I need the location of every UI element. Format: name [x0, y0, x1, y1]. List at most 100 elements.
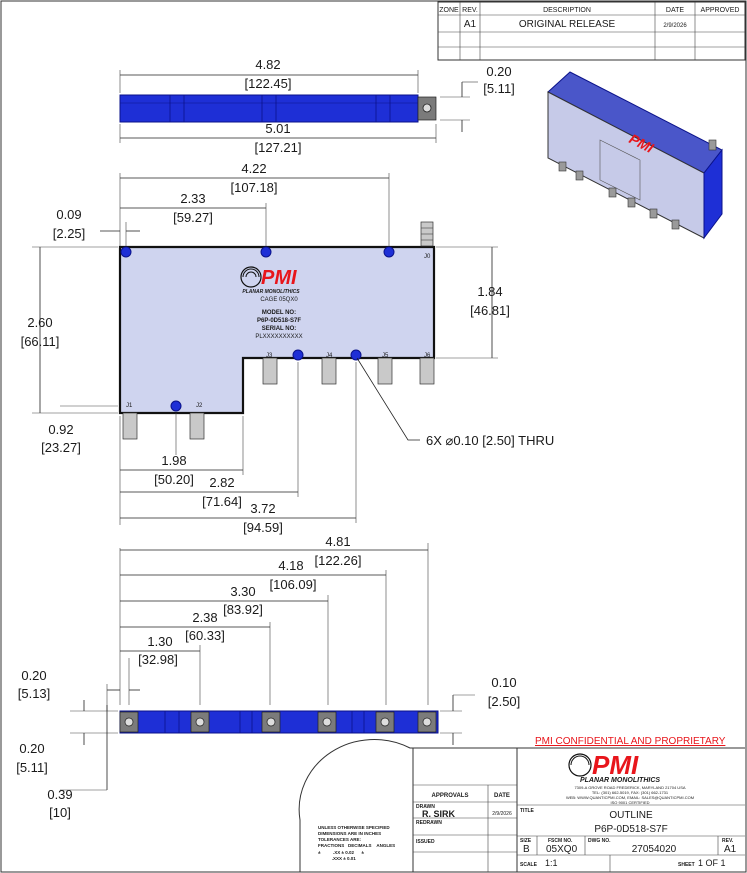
dim-4-18: 4.18 [278, 558, 303, 573]
hole-6 [350, 349, 362, 361]
top-view-body [118, 245, 436, 415]
dim-1-30: 1.30 [147, 634, 172, 649]
top-view: J1 J2 J3 J4 J5 J6 J0 PMI PLANAR MONOLITH… [21, 161, 555, 535]
rev-row-rev: A1 [464, 19, 477, 30]
drawn-by: R. SIRK [422, 809, 456, 819]
port-j3: J3 [266, 353, 273, 359]
tol-line-1: UNLESS OTHERWISE SPECIFIED [318, 825, 390, 830]
isometric-view: PMI [547, 71, 723, 240]
tol-line-2: DIMENSIONS ARE IN INCHES [318, 831, 381, 836]
tb-company: PLANAR MONOLITHICS [580, 777, 660, 784]
title-block: PMI CONFIDENTIAL AND PROPRIETARY PMI PLA… [298, 736, 745, 872]
dim-0-09-mm: [2.25] [53, 226, 86, 241]
port-j6: J6 [424, 353, 431, 359]
label-logo: PMI [261, 267, 297, 289]
scale-value: 1:1 [545, 858, 558, 868]
size-value: B [523, 844, 530, 855]
dwg-lbl: DWG NO. [588, 838, 611, 844]
dim-0-20-top-mm: [5.11] [483, 81, 515, 96]
dim-5-01-mm: [127.21] [255, 140, 302, 155]
label-serial: PLXXXXXXXXXX [255, 334, 302, 340]
dim-3-72-mm: [94.59] [243, 520, 283, 535]
dim-4-81: 4.81 [325, 534, 350, 549]
dim-2-33-mm: [59.27] [173, 210, 213, 225]
title-value: OUTLINE [609, 810, 653, 821]
side-view-top: 4.82 [122.45] 5.01 [127.21] 0.20 [5.11] [119, 57, 515, 155]
dim-3-30: 3.30 [230, 584, 255, 599]
dim-0-20-top: 0.20 [486, 64, 511, 79]
rev-row-date: 2/9/2026 [663, 23, 687, 29]
rev-header-description: DESCRIPTION [543, 7, 591, 14]
dim-2-82-mm: [71.64] [202, 494, 242, 509]
dim-1-30-mm: [32.98] [138, 652, 178, 667]
tol-line-3: TOLERANCES ARE: [318, 837, 362, 842]
dim-0-39-mm: [10] [49, 805, 71, 820]
redrawn-lbl: REDRAWN [416, 820, 442, 826]
product-label: PMI PLANAR MONOLITHICS CAGE 05QX0 MODEL … [240, 266, 303, 340]
rev-value: A1 [724, 844, 737, 855]
dim-2-60: 2.60 [27, 315, 52, 330]
dim-1-98: 1.98 [161, 453, 186, 468]
approvals-hdr: APPROVALS [432, 793, 469, 799]
dim-2-82: 2.82 [209, 475, 234, 490]
dim-0-20a-mm: [5.13] [18, 686, 51, 701]
label-model: P6P-0D518-S7F [257, 318, 301, 324]
drawn-lbl: DRAWN [416, 804, 435, 810]
port-j4: J4 [326, 353, 333, 359]
dim-4-22: 4.22 [241, 161, 266, 176]
dim-4-18-mm: [106.09] [270, 577, 317, 592]
dim-2-38: 2.38 [192, 610, 217, 625]
dim-5-01: 5.01 [265, 121, 290, 136]
dim-3-72: 3.72 [250, 501, 275, 516]
date-hdr: DATE [494, 793, 510, 799]
dim-4-81-mm: [122.26] [315, 553, 362, 568]
tb-address: 7309-A GROVE ROAD FREDERICK, MARYLAND 21… [574, 785, 685, 790]
scale-lbl: SCALE [520, 862, 538, 868]
dim-0-92-mm: [23.27] [41, 440, 81, 455]
issued-lbl: ISSUED [416, 839, 435, 845]
dim-3-30-mm: [83.92] [223, 602, 263, 617]
tol-line-6: .XXX ± 0.01 [318, 856, 356, 861]
label-company: PLANAR MONOLITHICS [242, 289, 300, 295]
fscm-lbl: FSCM NO. [548, 838, 573, 844]
fscm-value: 05XQ0 [546, 844, 578, 855]
size-lbl: SIZE [520, 838, 532, 844]
port-j2: J2 [196, 403, 203, 409]
label-cage: CAGE 05QX0 [260, 297, 298, 303]
dim-0-09: 0.09 [56, 207, 81, 222]
tb-web: WEB: WWW.QUANTICPMI.COM, EMAIL: SALES@QU… [566, 795, 694, 800]
label-model-lbl: MODEL NO: [262, 310, 296, 316]
port-j5: J5 [382, 353, 389, 359]
hole-2 [260, 246, 272, 258]
bottom-connectors [122, 357, 435, 440]
dim-0-10: 0.10 [491, 675, 516, 690]
hole-callout: 6X ⌀0.10 [2.50] THRU [426, 433, 554, 448]
sheet-lbl: SHEET [678, 862, 695, 868]
rev-lbl: REV. [722, 838, 734, 844]
sheet-value: 1 OF 1 [698, 858, 726, 868]
dim-1-84: 1.84 [477, 284, 502, 299]
dim-1-84-mm: [46.81] [470, 303, 510, 318]
dim-0-20a: 0.20 [21, 668, 46, 683]
dim-2-38-mm: [60.33] [185, 628, 225, 643]
dim-4-82: 4.82 [255, 57, 280, 72]
hole-5 [292, 349, 304, 361]
dim-4-22-mm: [107.18] [231, 180, 278, 195]
rev-header-date: DATE [666, 7, 684, 14]
dim-0-39: 0.39 [47, 787, 72, 802]
front-view: 4.81 [122.26] 4.18 [106.09] 3.30 [83.92]… [16, 534, 520, 820]
dim-0-20b: 0.20 [19, 741, 44, 756]
dwg-value: 27054020 [632, 844, 677, 855]
tb-logo: PMI [592, 750, 639, 780]
dim-0-20b-mm: [5.11] [16, 760, 48, 775]
port-j0: J0 [424, 254, 431, 260]
dim-2-60-mm: [66.11] [21, 334, 60, 349]
rev-row-description: ORIGINAL RELEASE [519, 19, 616, 30]
part-number: P6P-0D518-S7F [594, 824, 667, 835]
dim-4-82-mm: [122.45] [245, 76, 292, 91]
drawn-date: 2/9/2026 [492, 811, 512, 817]
title-lbl: TITLE [520, 808, 535, 814]
hole-3 [383, 246, 395, 258]
tb-phone: TEL: (301) 662-5019, FAX: (301) 662-1731 [592, 790, 669, 795]
